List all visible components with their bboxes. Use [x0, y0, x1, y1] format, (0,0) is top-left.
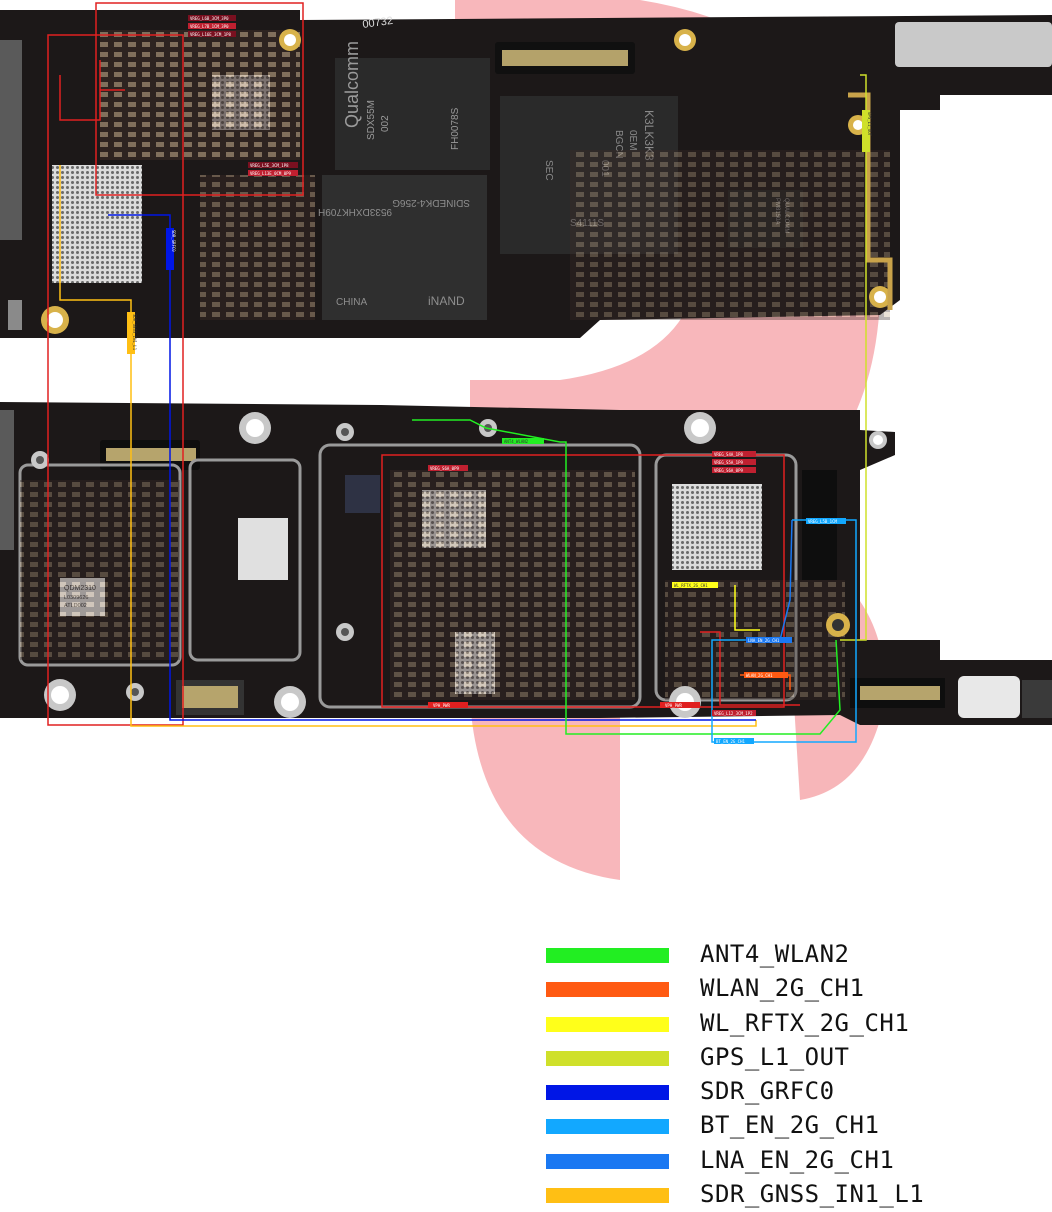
nand-code-text: SDINEDK4-256G — [392, 197, 470, 208]
soc-chip — [335, 58, 490, 170]
legend-swatch — [546, 982, 669, 998]
net-tag-text: VREG_L16E_3CM_1P8 — [190, 32, 232, 37]
legend-label: WLAN_2G_CH1 — [700, 974, 865, 1003]
legend-item: LNA_EN_2G_CH1 — [546, 1144, 1026, 1178]
ram-code-text: K3LK3K3 — [642, 110, 656, 161]
legend-label: GPS_L1_OUT — [700, 1042, 850, 1071]
legend-swatch — [546, 1119, 669, 1135]
net-tag-text: WL_RFTX_2G_CH1 — [674, 583, 708, 588]
board-marker-text: 00732 — [362, 15, 394, 31]
ram-code-text: BGCN — [613, 130, 624, 159]
legend-swatch — [546, 1016, 669, 1032]
soc-brand-text: Qualcomm — [342, 41, 362, 128]
legend-label: ANT4_WLAN2 — [700, 940, 850, 968]
net-tag-text: ANT4_WLAN2 — [504, 439, 529, 444]
net-tag-text: VREG_S6A_0P9 — [430, 466, 459, 471]
bga-chip-top-left — [52, 165, 142, 283]
legend-label: BT_EN_2G_CH1 — [700, 1111, 880, 1140]
soc-code-text: FH0078S — [450, 107, 461, 150]
net-tag-text: LNA_EN_2G_CH1 — [748, 638, 780, 643]
legend-swatch — [546, 1050, 669, 1066]
net-tag-text: VREG_L13E_0CM_0P9 — [250, 171, 292, 176]
bottom-board: QDM2310 L0309626 ATLD002 — [0, 402, 1052, 725]
net-tag-text: VPH_PWR — [665, 703, 682, 708]
legend-label: LNA_EN_2G_CH1 — [700, 1145, 895, 1174]
nand-code-text: 9533DXHK709H — [318, 206, 392, 217]
net-tag-text: VREG_L6B_3CM_3P0 — [190, 16, 229, 21]
soc-code-text: 002 — [380, 115, 391, 132]
net-tag-text: VREG_L5B_1CM — [808, 519, 837, 524]
nand-chip — [322, 175, 487, 320]
bga-chip-bottom-right — [672, 484, 762, 570]
net-tag-text: BT_EN_2G_CH1 — [716, 739, 745, 744]
legend-item: WLAN_2G_CH1 — [546, 972, 1026, 1006]
legend-swatch — [546, 948, 669, 963]
net-tag-text: WLAN_2G_CH1 — [746, 673, 773, 678]
legend-item: SDR_GRFC0 — [546, 1075, 1026, 1109]
legend-item: ANT4_WLAN2 — [546, 938, 1026, 972]
board-connector — [802, 470, 837, 580]
net-tag-text: SDR_GRFC0 — [171, 230, 176, 252]
legend-item: WL_RFTX_2G_CH1 — [546, 1007, 1026, 1041]
legend-label: SDR_GNSS_IN1_L1 — [700, 1180, 925, 1209]
component — [345, 475, 380, 513]
legend-item: GPS_L1_OUT — [546, 1041, 1026, 1075]
nand-country-text: CHINA — [336, 297, 367, 308]
ram-code-text: 0EM — [627, 130, 638, 151]
net-tag-text: SDR_GNSS_IN1_L1 — [132, 314, 137, 351]
legend-item: BT_EN_2G_CH1 — [546, 1109, 1026, 1143]
net-tag-text: VREG_S5A_1P9 — [714, 460, 743, 465]
metal-bracket — [895, 22, 1052, 67]
component — [238, 518, 288, 580]
top-board: Qualcomm SDX55M 002 FH0078S K3LK3K3 0EM … — [0, 10, 1052, 338]
legend-swatch — [546, 1188, 669, 1204]
net-tag-text: VREG_L5E_3CM_1P8 — [250, 163, 289, 168]
legend-label: SDR_GRFC0 — [700, 1077, 835, 1106]
net-tag-text: VPH_PWR — [433, 703, 450, 708]
net-tags: VREG_L6B_3CM_3P0 VREG_L7B_1CM_3P0 VREG_L… — [127, 15, 872, 744]
net-tag-text: VREG_S6A_0P9 — [714, 468, 743, 473]
legend-swatch — [546, 1085, 669, 1101]
net-tag-text: VREG_L7B_1CM_3P0 — [190, 24, 229, 29]
soc-code-text: SDX55M — [366, 100, 377, 140]
ram-brand-text: SEC — [543, 160, 554, 181]
legend-item: SDR_GNSS_IN1_L1 — [546, 1178, 1026, 1212]
net-tag-text: GPS_L1_OUT — [867, 112, 872, 137]
net-tag-text: VREG_L12_3CM_1P2 — [714, 711, 753, 716]
nand-brand-text: iNAND — [428, 294, 465, 308]
legend-label: WL_RFTX_2G_CH1 — [700, 1008, 910, 1037]
legend-swatch — [546, 1153, 669, 1169]
net-tag-text: VREG_S4A_1P8 — [714, 452, 743, 457]
